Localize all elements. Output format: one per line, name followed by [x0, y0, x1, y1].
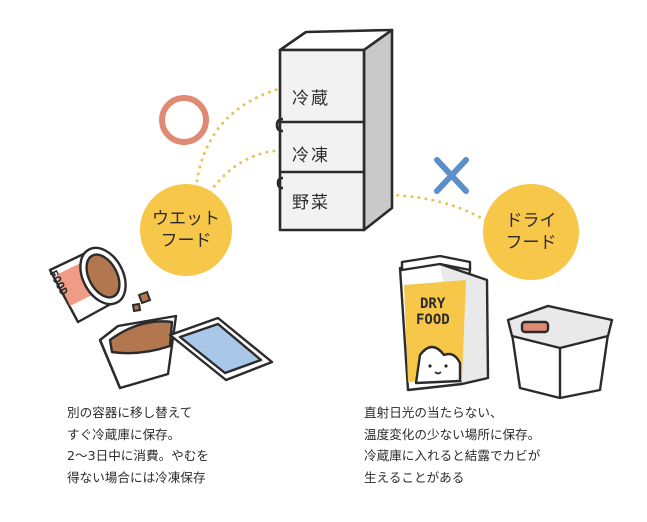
dry-food-note-line: 直射日光の当たらない、: [364, 405, 503, 420]
ok-circle-icon: [159, 95, 209, 145]
wet-food-note-line: 得ない場合には冷凍保存: [67, 469, 206, 485]
dry-food-label-line: ドライ: [505, 211, 557, 231]
wet-food-container-icon: [98, 314, 178, 390]
dry-food-note-line: 生えることがある: [364, 469, 465, 485]
container-lid-icon: [168, 316, 274, 382]
dry-food-label-line: フード: [505, 233, 557, 253]
dry-food-note-line: 冷蔵庫に入れると結露でカビが: [364, 448, 541, 463]
wet-food-label-line: ウエット: [152, 209, 220, 229]
wet-food-label: ウエット フード: [146, 208, 226, 252]
dry-food-note: 直射日光の当たらない、 温度変化の少ない場所に保存。 冷蔵庫に入れると結露でカビ…: [364, 402, 540, 488]
food-crumb: [137, 290, 152, 305]
dry-food-note-line: 温度変化の少ない場所に保存。: [364, 426, 541, 442]
fridge-label-vegetable: 野菜: [292, 193, 330, 213]
wet-food-note-line: 2〜3日中に消費。やむを: [67, 448, 209, 463]
fridge-label-cold: 冷蔵: [292, 89, 330, 109]
wet-food-can-icon: [48, 246, 127, 324]
refrigerator-icon: [275, 28, 394, 232]
bag-label-text: DRY FOOD: [416, 296, 450, 328]
food-crumb: [131, 302, 142, 313]
wet-food-note-line: すぐ冷蔵庫に保存。: [67, 426, 181, 442]
wet-food-label-line: フード: [160, 231, 212, 251]
connector-wet-to-fridge-freezer: [208, 148, 290, 194]
wet-food-note-line: 別の容器に移し替えて: [67, 405, 193, 420]
bag-label-line: FOOD: [416, 312, 450, 328]
fridge-label-freezer: 冷凍: [292, 146, 330, 166]
wet-food-note: 別の容器に移し替えて すぐ冷蔵庫に保存。 2〜3日中に消費。やむを 得ない場合に…: [67, 402, 209, 488]
connector-wet-to-fridge-cold: [194, 86, 284, 190]
ng-cross-icon: [434, 157, 469, 194]
dry-food-bubble: [483, 184, 579, 280]
storage-box-icon: [506, 304, 614, 400]
dry-food-label: ドライ フード: [491, 210, 571, 254]
dry-food-bag-icon: [398, 254, 490, 392]
wet-food-bubble: [140, 184, 232, 276]
bag-label-line: DRY: [420, 296, 446, 312]
